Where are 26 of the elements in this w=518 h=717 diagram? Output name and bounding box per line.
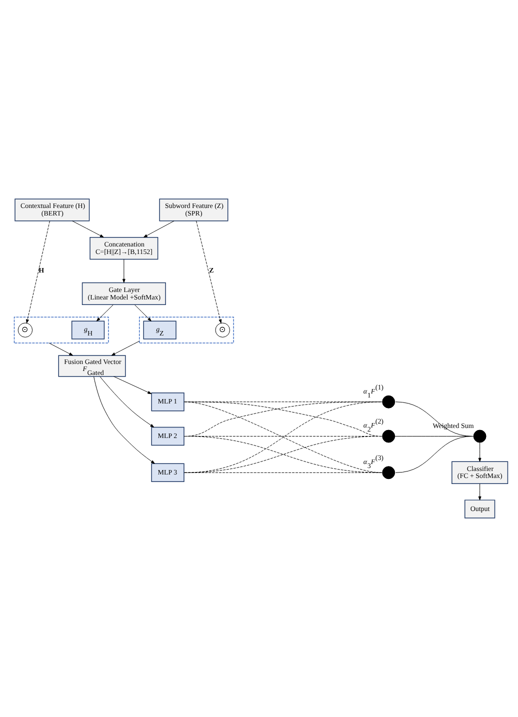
arrow bbox=[48, 342, 74, 356]
node-circle bbox=[382, 466, 396, 480]
arrow bbox=[134, 304, 152, 322]
arrow bbox=[113, 376, 152, 394]
connector bbox=[184, 472, 383, 473]
arrow bbox=[478, 484, 482, 500]
connector bbox=[395, 402, 474, 436]
arrow bbox=[196, 220, 222, 324]
arrow bbox=[122, 259, 126, 283]
node-circle: ⊙ bbox=[215, 322, 230, 338]
connector bbox=[184, 402, 382, 436]
connector bbox=[395, 436, 474, 473]
arrow bbox=[26, 220, 50, 324]
arrow bbox=[478, 442, 482, 462]
arrow bbox=[111, 340, 140, 356]
connector bbox=[184, 402, 382, 473]
connector bbox=[184, 436, 382, 473]
arrow bbox=[143, 220, 174, 238]
node-circle bbox=[473, 430, 486, 443]
arrow bbox=[100, 376, 154, 428]
arrow bbox=[72, 220, 104, 238]
node-circle: ⊙ bbox=[18, 322, 33, 338]
node-circle bbox=[382, 430, 396, 443]
node-circle bbox=[382, 395, 396, 408]
arrow bbox=[96, 304, 114, 322]
arrow bbox=[94, 376, 155, 464]
